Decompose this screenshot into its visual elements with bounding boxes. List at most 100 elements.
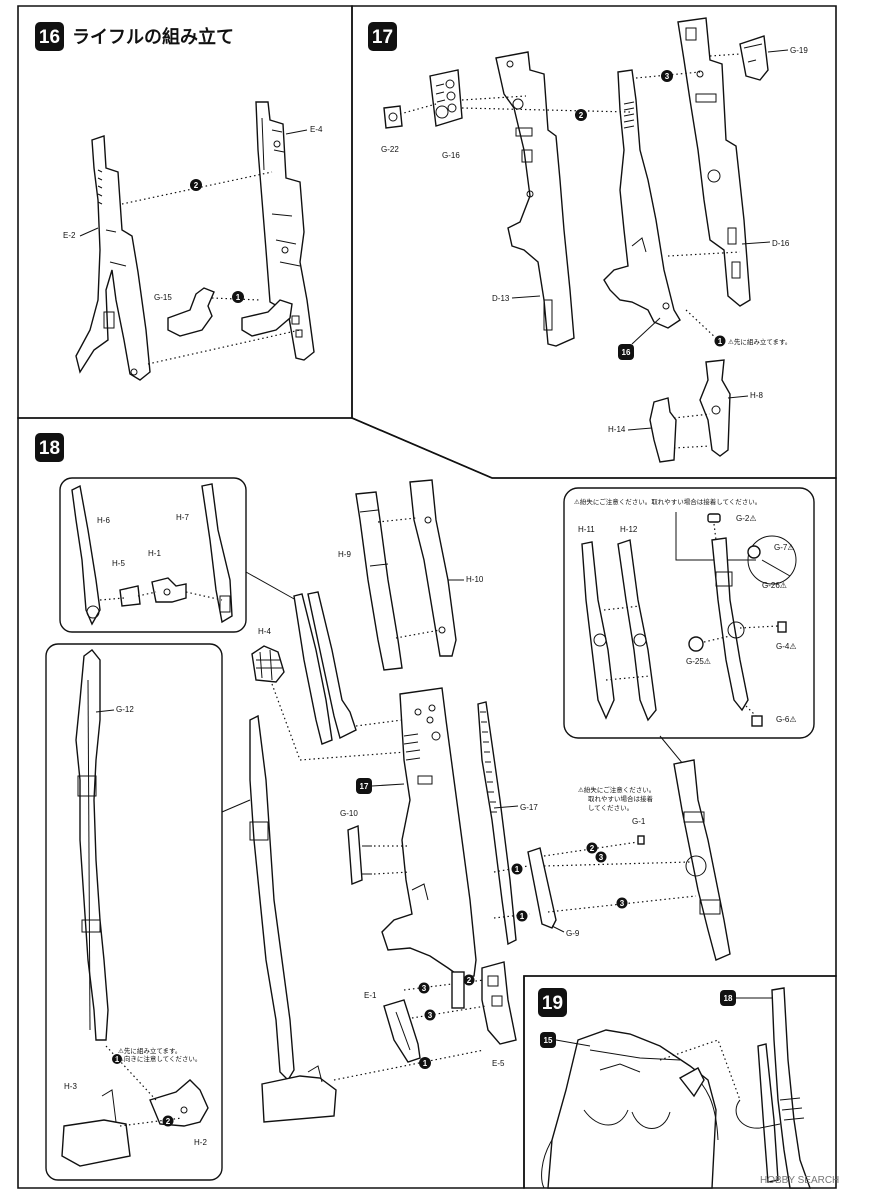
part-g16-drawing bbox=[429, 69, 463, 127]
part-assembled-16-drawing bbox=[603, 69, 681, 329]
part-g9-drawing bbox=[527, 847, 557, 929]
callout-18-1a bbox=[112, 1054, 122, 1064]
part-g6-drawing bbox=[751, 715, 763, 727]
part-e4-drawing bbox=[255, 101, 315, 361]
label-g2: G-2⚠ bbox=[736, 514, 757, 523]
figure-body-drawing bbox=[541, 1029, 719, 1189]
rifle-assembled-drawing bbox=[735, 987, 811, 1189]
step-19-badge bbox=[538, 988, 567, 1017]
part-h6-drawing bbox=[71, 484, 101, 626]
callout-17-3 bbox=[661, 70, 673, 82]
svg-text:2: 2 bbox=[467, 976, 472, 985]
label-h9: H-9 bbox=[338, 550, 351, 559]
svg-text:2: 2 bbox=[579, 111, 584, 120]
step-16-number: 16 bbox=[39, 27, 60, 48]
svg-text:2: 2 bbox=[590, 844, 595, 853]
part-handguard-assembly-drawing bbox=[293, 591, 357, 745]
label-g10: G-10 bbox=[340, 809, 358, 818]
part-h12-drawing bbox=[617, 539, 657, 722]
subassembly-16-badge bbox=[618, 344, 634, 360]
part-h3-drawing bbox=[61, 1089, 131, 1167]
callout-18-1d bbox=[516, 910, 528, 922]
inset-handguard-box bbox=[59, 477, 247, 633]
label-g17: G-17 bbox=[520, 803, 538, 812]
step-17-badge bbox=[368, 22, 397, 51]
part-g1-drawing bbox=[637, 835, 645, 845]
part-h8-drawing bbox=[699, 359, 731, 457]
label-h12: H-12 bbox=[620, 525, 638, 534]
callout-18-1b bbox=[419, 1057, 431, 1069]
label-h3: H-3 bbox=[64, 1082, 77, 1091]
svg-text:16: 16 bbox=[622, 348, 631, 357]
label-h1: H-1 bbox=[148, 549, 161, 558]
part-scope-inset-drawing bbox=[711, 537, 749, 712]
callout-17-2 bbox=[575, 109, 587, 121]
part-h4-drawing bbox=[251, 645, 285, 683]
svg-text:1: 1 bbox=[520, 912, 525, 921]
part-h9-drawing bbox=[355, 491, 403, 671]
inset-scope-box bbox=[563, 487, 815, 739]
inset-barrel-box bbox=[45, 643, 223, 1181]
label-g25: G-25⚠ bbox=[686, 657, 711, 666]
part-h11-drawing bbox=[581, 541, 615, 720]
subassembly-17-badge bbox=[356, 778, 372, 794]
detail-bubble bbox=[747, 535, 797, 585]
part-g22-drawing bbox=[383, 105, 403, 129]
label-g19: G-19 bbox=[790, 46, 808, 55]
note-h3-line2: ⚠向きに注意してください。 bbox=[118, 1054, 201, 1063]
label-h14: H-14 bbox=[608, 425, 626, 434]
part-barrel-assembled-drawing bbox=[249, 714, 337, 1123]
part-e5-drawing bbox=[481, 961, 517, 1045]
part-h2-drawing bbox=[149, 1079, 209, 1127]
part-h1-drawing bbox=[151, 577, 187, 603]
callout-16-1 bbox=[232, 291, 244, 303]
part-g12-drawing bbox=[75, 649, 109, 1041]
subassembly-18-badge bbox=[720, 990, 736, 1006]
step-19-number: 19 bbox=[542, 993, 563, 1014]
label-h4: H-4 bbox=[258, 627, 271, 636]
label-e1: E-1 bbox=[364, 991, 377, 1000]
svg-text:1: 1 bbox=[115, 1055, 120, 1064]
part-d13-drawing bbox=[495, 51, 575, 347]
part-g15-drawing bbox=[167, 287, 293, 337]
svg-text:2: 2 bbox=[166, 1117, 171, 1126]
label-g16: G-16 bbox=[442, 151, 460, 160]
part-assembled-17-drawing bbox=[381, 687, 477, 979]
panel-19-frame bbox=[523, 975, 837, 1189]
svg-text:3: 3 bbox=[665, 72, 670, 81]
svg-text:3: 3 bbox=[620, 899, 625, 908]
part-h14-drawing bbox=[649, 397, 677, 463]
step-16-badge bbox=[35, 22, 64, 51]
note-first-assemble-17: ⚠先に組み立てます。 bbox=[728, 337, 791, 346]
svg-text:3: 3 bbox=[428, 1011, 433, 1020]
label-g26: G-26⚠ bbox=[762, 581, 787, 590]
part-g17-drawing bbox=[477, 701, 517, 946]
label-g15: G-15 bbox=[154, 293, 172, 302]
label-g1: G-1 bbox=[632, 817, 646, 826]
part-g25-drawing bbox=[688, 636, 704, 652]
label-e2: E-2 bbox=[63, 231, 76, 240]
label-g22: G-22 bbox=[381, 145, 399, 154]
label-g12: G-12 bbox=[116, 705, 134, 714]
label-g6: G-6⚠ bbox=[776, 715, 797, 724]
part-d16-drawing bbox=[677, 17, 751, 307]
note-h3-line1: ⚠先に組み立てます。 bbox=[118, 1046, 181, 1055]
note-lost-line1: ⚠紛失にご注意ください。 bbox=[578, 785, 655, 794]
callout-18-1c bbox=[511, 863, 523, 875]
callout-18-2c bbox=[463, 974, 475, 986]
label-e4: E-4 bbox=[310, 125, 323, 134]
step-17-number: 17 bbox=[372, 27, 393, 48]
svg-text:15: 15 bbox=[544, 1036, 553, 1045]
svg-text:1: 1 bbox=[236, 293, 241, 302]
part-g19-drawing bbox=[739, 35, 769, 81]
connector-16-base bbox=[147, 329, 301, 365]
label-d13: D-13 bbox=[492, 294, 510, 303]
label-d16: D-16 bbox=[772, 239, 790, 248]
label-h2: H-2 bbox=[194, 1138, 207, 1147]
part-e1-drawing bbox=[383, 999, 421, 1063]
part-scope-drawing bbox=[673, 759, 731, 961]
part-e2-drawing bbox=[75, 135, 151, 381]
callout-18-3c bbox=[418, 982, 430, 994]
svg-text:3: 3 bbox=[599, 853, 604, 862]
